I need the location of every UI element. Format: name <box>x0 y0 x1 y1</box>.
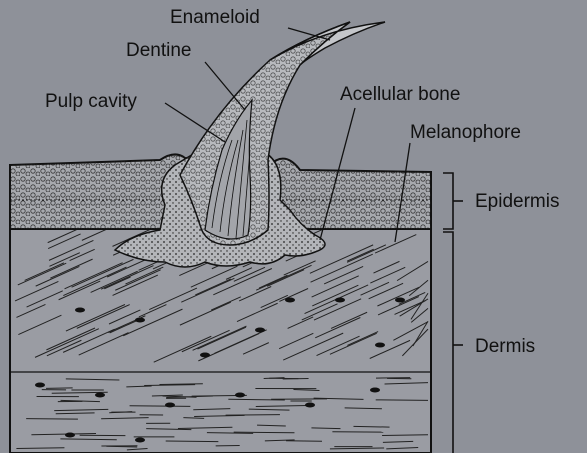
dermis-fiber <box>166 441 219 442</box>
dermis-fiber <box>130 406 191 407</box>
pulp-cavity-label: Pulp cavity <box>45 91 137 112</box>
melanophore <box>375 343 385 348</box>
layer-brackets <box>443 173 463 453</box>
epidermis-label: Epidermis <box>475 191 559 212</box>
melanophore-label: Melanophore <box>410 122 521 143</box>
melanophore <box>335 298 345 303</box>
melanophore <box>35 383 45 388</box>
dermis-label: Dermis <box>475 336 535 357</box>
melanophore <box>165 403 175 408</box>
dermis-bracket <box>443 232 453 453</box>
acellular-bone-label: Acellular bone <box>340 84 460 105</box>
epidermis-bracket <box>443 173 453 229</box>
dermis-fiber <box>311 428 340 429</box>
dentine-label: Dentine <box>126 40 192 61</box>
enameloid-label: Enameloid <box>170 7 260 28</box>
melanophore <box>285 298 295 303</box>
melanophore <box>135 438 145 443</box>
melanophore <box>305 403 315 408</box>
melanophore <box>135 318 145 323</box>
melanophore <box>235 393 245 398</box>
melanophore <box>200 353 210 358</box>
melanophore <box>395 298 405 303</box>
melanophore <box>370 388 380 393</box>
dermis-fiber <box>46 388 73 389</box>
melanophore <box>75 308 85 313</box>
dentine-leader <box>205 62 245 110</box>
dermis-fiber <box>26 419 78 420</box>
dermis-fiber <box>234 432 295 433</box>
melanophore <box>65 433 75 438</box>
melanophore <box>95 393 105 398</box>
melanophore <box>255 328 265 333</box>
